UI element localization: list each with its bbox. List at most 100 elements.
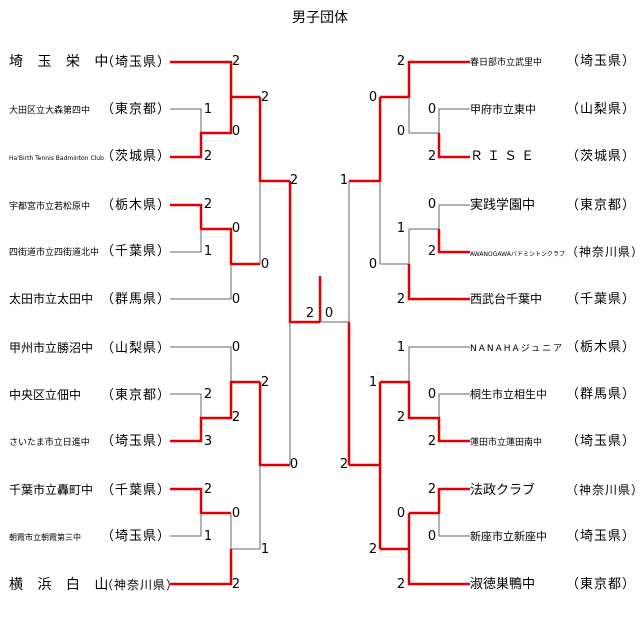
score: 2 xyxy=(260,90,270,105)
team-pref: （栃木県） xyxy=(101,198,172,213)
bracket-line xyxy=(170,346,260,383)
score: 2 xyxy=(339,457,349,472)
winner-path xyxy=(170,380,260,443)
team-name: 埼 玉 栄 中 xyxy=(9,54,114,70)
right-team-11: 新座市立新座中（埼玉県） xyxy=(470,528,636,546)
score: 1 xyxy=(260,542,270,557)
team-pref: （千葉県） xyxy=(101,483,172,498)
score: 2 xyxy=(203,149,213,164)
winner-path xyxy=(407,549,470,586)
right-team-6: 西武台千葉中 （千葉県） xyxy=(470,290,636,308)
score: 2 xyxy=(396,410,406,425)
score: 2 xyxy=(396,54,406,69)
final-score-left: 2 xyxy=(305,306,315,321)
team-pref: （埼玉県） xyxy=(101,55,172,70)
winner-path xyxy=(409,487,470,515)
team-name: 大田区立大森第四中 xyxy=(9,106,91,116)
team-name: 太田市立太田中 xyxy=(9,292,94,306)
score: 0 xyxy=(396,124,406,139)
score: 2 xyxy=(396,577,406,592)
score: 0 xyxy=(427,387,437,402)
score: 2 xyxy=(260,375,270,390)
bracket-line xyxy=(409,204,470,230)
team-pref: （千葉県） xyxy=(101,244,172,259)
right-team-5: AWANOGAWAバドミントンクラブ（神奈川県） xyxy=(470,243,640,261)
right-team-2: 甲府市立東中（山梨県） xyxy=(470,101,636,119)
team-name: 桐生市立相生中 xyxy=(470,388,547,401)
team-pref: （神奈川県） xyxy=(101,578,180,592)
score: 2 xyxy=(396,292,406,307)
score: 2 xyxy=(289,173,299,188)
score: 2 xyxy=(231,54,241,69)
team-pref: （埼玉県） xyxy=(101,529,172,544)
score: 0 xyxy=(368,90,378,105)
winner-path xyxy=(437,229,470,254)
right-team-1: 春日部市立武里中 （埼玉県） xyxy=(470,53,636,71)
bracket-line xyxy=(438,513,470,537)
team-name: ＲＩＳＥ xyxy=(470,149,539,164)
left-team-5: 四街道市立四街道北中（千葉県） xyxy=(9,243,171,261)
team-name: 中央区立佃中 xyxy=(9,388,82,402)
team-pref: （東京都） xyxy=(101,388,172,403)
team-pref: （神奈川県） xyxy=(566,245,640,259)
score: 0 xyxy=(368,257,378,272)
score: 2 xyxy=(231,410,241,425)
team-name: 法政クラブ xyxy=(470,483,536,498)
team-name: 四街道市立四街道北中 xyxy=(9,248,100,258)
bracket-line xyxy=(409,393,470,419)
score: 0 xyxy=(396,506,406,521)
team-pref: （神奈川県） xyxy=(566,483,640,497)
team-name: 宇都宮市立若松原中 xyxy=(9,202,91,212)
winner-path xyxy=(288,181,320,324)
team-name: 横 浜 白 山 xyxy=(9,577,114,593)
left-team-12: 横 浜 白 山（神奈川県） xyxy=(9,576,179,594)
left-team-1: 埼 玉 栄 中（埼玉県） xyxy=(9,53,171,71)
winner-path xyxy=(380,380,470,443)
team-pref: （山梨県） xyxy=(566,102,637,117)
team-name: 春日部市立武里中 xyxy=(470,58,543,68)
team-name: 蓮田市立蓮田南中 xyxy=(470,438,543,448)
winner-path xyxy=(407,264,470,301)
winner-path xyxy=(349,382,382,467)
page-title: 男子団体 xyxy=(292,10,348,26)
team-pref: （東京都） xyxy=(566,198,637,213)
score: 2 xyxy=(203,387,213,402)
team-name: さいたま市立日進中 xyxy=(9,438,90,448)
team-pref: （埼玉県） xyxy=(101,434,172,449)
team-pref: （栃木県） xyxy=(566,340,637,355)
score: 1 xyxy=(396,221,406,236)
score: 0 xyxy=(427,529,437,544)
bracket-line xyxy=(170,264,232,300)
score: 1 xyxy=(203,244,213,259)
right-team-10: 法政クラブ （神奈川県） xyxy=(470,481,640,499)
team-pref: （埼玉県） xyxy=(566,54,637,69)
team-name: 西武台千葉中 xyxy=(470,292,543,306)
winner-path xyxy=(170,549,233,586)
left-team-2: 大田区立大森第四中（東京都） xyxy=(9,101,171,119)
bracket-line xyxy=(170,513,202,537)
score: 1 xyxy=(396,340,406,355)
score: 2 xyxy=(203,197,213,212)
left-team-4: 宇都宮市立若松原中 （栃木県） xyxy=(9,197,171,215)
score: 0 xyxy=(260,257,270,272)
winner-path xyxy=(349,97,382,183)
team-name: AWANOGAWAバドミントンクラブ xyxy=(470,251,566,258)
score: 2 xyxy=(427,149,437,164)
team-name: NANAHAジュニア xyxy=(470,344,565,354)
team-pref: （茨城県） xyxy=(566,149,637,164)
left-team-7: 甲州市立勝沼中（山梨県） xyxy=(9,339,171,357)
team-pref: （千葉県） xyxy=(566,292,637,307)
bracket-line xyxy=(409,108,470,134)
winner-path xyxy=(380,60,470,99)
score: 1 xyxy=(203,102,213,117)
winner-path xyxy=(258,382,290,467)
team-pref: （埼玉県） xyxy=(566,434,637,449)
right-team-12: 淑徳巣鴨中（東京都） xyxy=(470,576,636,594)
left-team-3: Ha'Birth Tennis Badminton Club（茨城県） xyxy=(9,148,171,166)
team-name: 淑徳巣鴨中 xyxy=(470,577,536,592)
left-team-8: 中央区立佃中 （東京都） xyxy=(9,386,171,404)
score: 1 xyxy=(339,173,349,188)
score: 0 xyxy=(231,292,241,307)
score: 0 xyxy=(231,221,241,236)
